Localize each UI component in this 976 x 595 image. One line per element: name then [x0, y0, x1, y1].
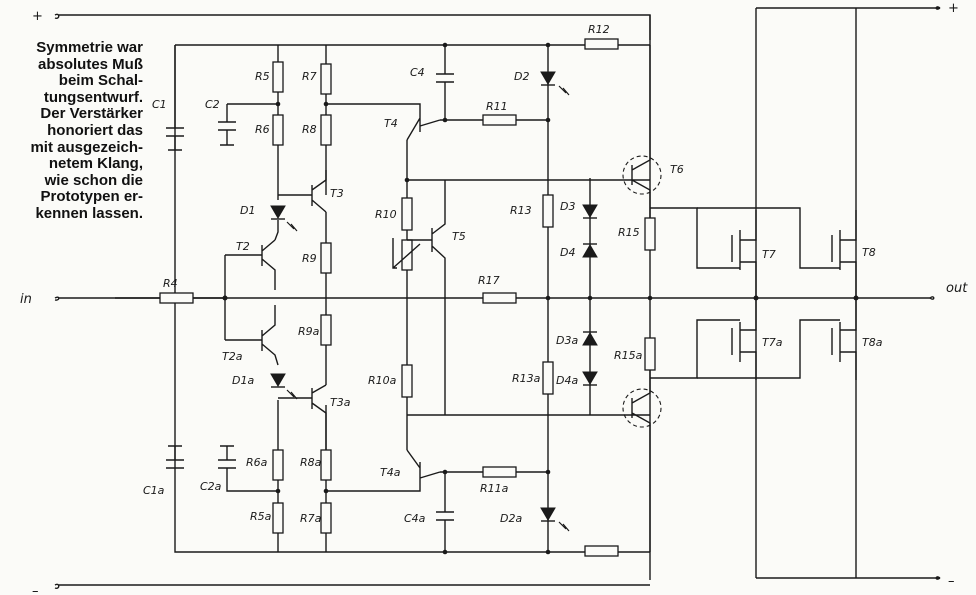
- label-r9a: R9a: [298, 325, 320, 338]
- terminal-minus-right: –: [948, 574, 955, 589]
- resistor-r10a: [401, 364, 413, 398]
- label-d2: D2: [514, 70, 529, 83]
- resistor-r7a: [320, 502, 332, 534]
- label-r5: R5: [255, 70, 270, 83]
- terminal-plus-left: +: [32, 9, 43, 24]
- label-c1a: C1a: [143, 484, 165, 497]
- resistor-r15: [644, 217, 656, 251]
- label-r12: R12: [588, 23, 610, 36]
- terminal-output: out: [946, 281, 968, 296]
- label-d1a: D1a: [232, 374, 254, 387]
- label-t3: T3: [330, 187, 344, 200]
- resistor-r11: [482, 114, 517, 126]
- label-d4a: D4a: [556, 374, 578, 387]
- resistor-r9a: [320, 314, 332, 346]
- labels: + – in + out – R4 R5 R6 R7 R8 R9 R10 R11…: [20, 1, 968, 595]
- output-stage: [650, 207, 857, 380]
- terminal-plus-right: +: [948, 1, 959, 16]
- label-t4a: T4a: [380, 466, 401, 479]
- label-c1: C1: [152, 98, 167, 111]
- resistor-r4: [159, 292, 194, 304]
- label-d2a: D2a: [500, 512, 522, 525]
- capacitors: [166, 42, 454, 555]
- label-r11: R11: [486, 100, 508, 113]
- label-t2a: T2a: [222, 350, 243, 363]
- resistor-r17: [482, 292, 517, 304]
- label-t4: T4: [384, 117, 398, 130]
- label-r11a: R11a: [480, 482, 509, 495]
- label-t6: T6: [670, 163, 684, 176]
- terminal-input: in: [20, 292, 32, 307]
- label-r6: R6: [255, 123, 270, 136]
- caption-line: wie schon die: [44, 171, 143, 189]
- caption-line: Der Verstärker: [40, 105, 143, 123]
- resistor-r8: [320, 114, 332, 146]
- label-r9: R9: [302, 252, 317, 265]
- label-r17: R17: [478, 274, 500, 287]
- transistors: [225, 45, 662, 552]
- diodes: [270, 71, 598, 532]
- resistor-r10: [401, 197, 413, 231]
- caption-line: tungsentwurf.: [43, 88, 143, 106]
- label-r15a: R15a: [614, 349, 643, 362]
- label-r10a: R10a: [368, 374, 397, 387]
- label-r10: R10: [375, 208, 397, 221]
- label-t7: T7: [762, 248, 776, 261]
- label-t7a: T7a: [762, 336, 783, 349]
- label-r7a: R7a: [300, 512, 322, 525]
- caption-line: mit ausgezeich-: [30, 138, 143, 156]
- label-t2: T2: [236, 240, 250, 253]
- resistor-r6a: [272, 449, 284, 481]
- label-t8: T8: [862, 246, 876, 259]
- label-c4a: C4a: [404, 512, 426, 525]
- resistor-r6: [272, 114, 284, 146]
- label-d1: D1: [240, 204, 255, 217]
- label-d3a: D3a: [556, 334, 578, 347]
- resistor-r15a: [644, 337, 656, 371]
- resistor-r12: [584, 38, 619, 50]
- resistor-r13a: [542, 361, 554, 395]
- resistor-r7: [320, 63, 332, 95]
- label-r15: R15: [618, 226, 640, 239]
- label-r5a: R5a: [250, 510, 272, 523]
- label-r6a: R6a: [246, 456, 268, 469]
- caption-line: honoriert das: [47, 121, 143, 139]
- resistor-r13: [542, 194, 554, 228]
- caption-line: Prototypen er-: [40, 188, 143, 206]
- label-t8a: T8a: [862, 336, 883, 349]
- caption-line: absolutes Muß: [37, 55, 143, 73]
- resistor-r11a: [482, 466, 517, 478]
- caption-line: Symmetrie war: [36, 39, 143, 56]
- label-r8: R8: [302, 123, 317, 136]
- label-c2a: C2a: [200, 480, 222, 493]
- resistor-r9: [320, 242, 332, 274]
- caption-line: netem Klang,: [48, 155, 143, 173]
- resistor-r5: [272, 61, 284, 93]
- label-d3: D3: [560, 200, 575, 213]
- resistor-r8a: [320, 449, 332, 481]
- caption-line: beim Schal-: [58, 72, 143, 90]
- label-c4: C4: [410, 66, 425, 79]
- caption-text: Symmetrie war absolutes Muß beim Schal- …: [6, 39, 143, 223]
- label-r8a: R8a: [300, 456, 322, 469]
- caption-line: kennen lassen.: [35, 204, 143, 222]
- label-r4: R4: [163, 277, 178, 290]
- label-r7: R7: [302, 70, 317, 83]
- label-t5: T5: [452, 230, 466, 243]
- resistor-r5a: [272, 502, 284, 534]
- label-c2: C2: [205, 98, 220, 111]
- resistor-r12-mirror: [584, 545, 619, 557]
- terminal-minus-left: –: [32, 584, 39, 595]
- label-t3a: T3a: [330, 396, 351, 409]
- label-r13a: R13a: [512, 372, 541, 385]
- label-d4: D4: [560, 246, 575, 259]
- label-r13: R13: [510, 204, 532, 217]
